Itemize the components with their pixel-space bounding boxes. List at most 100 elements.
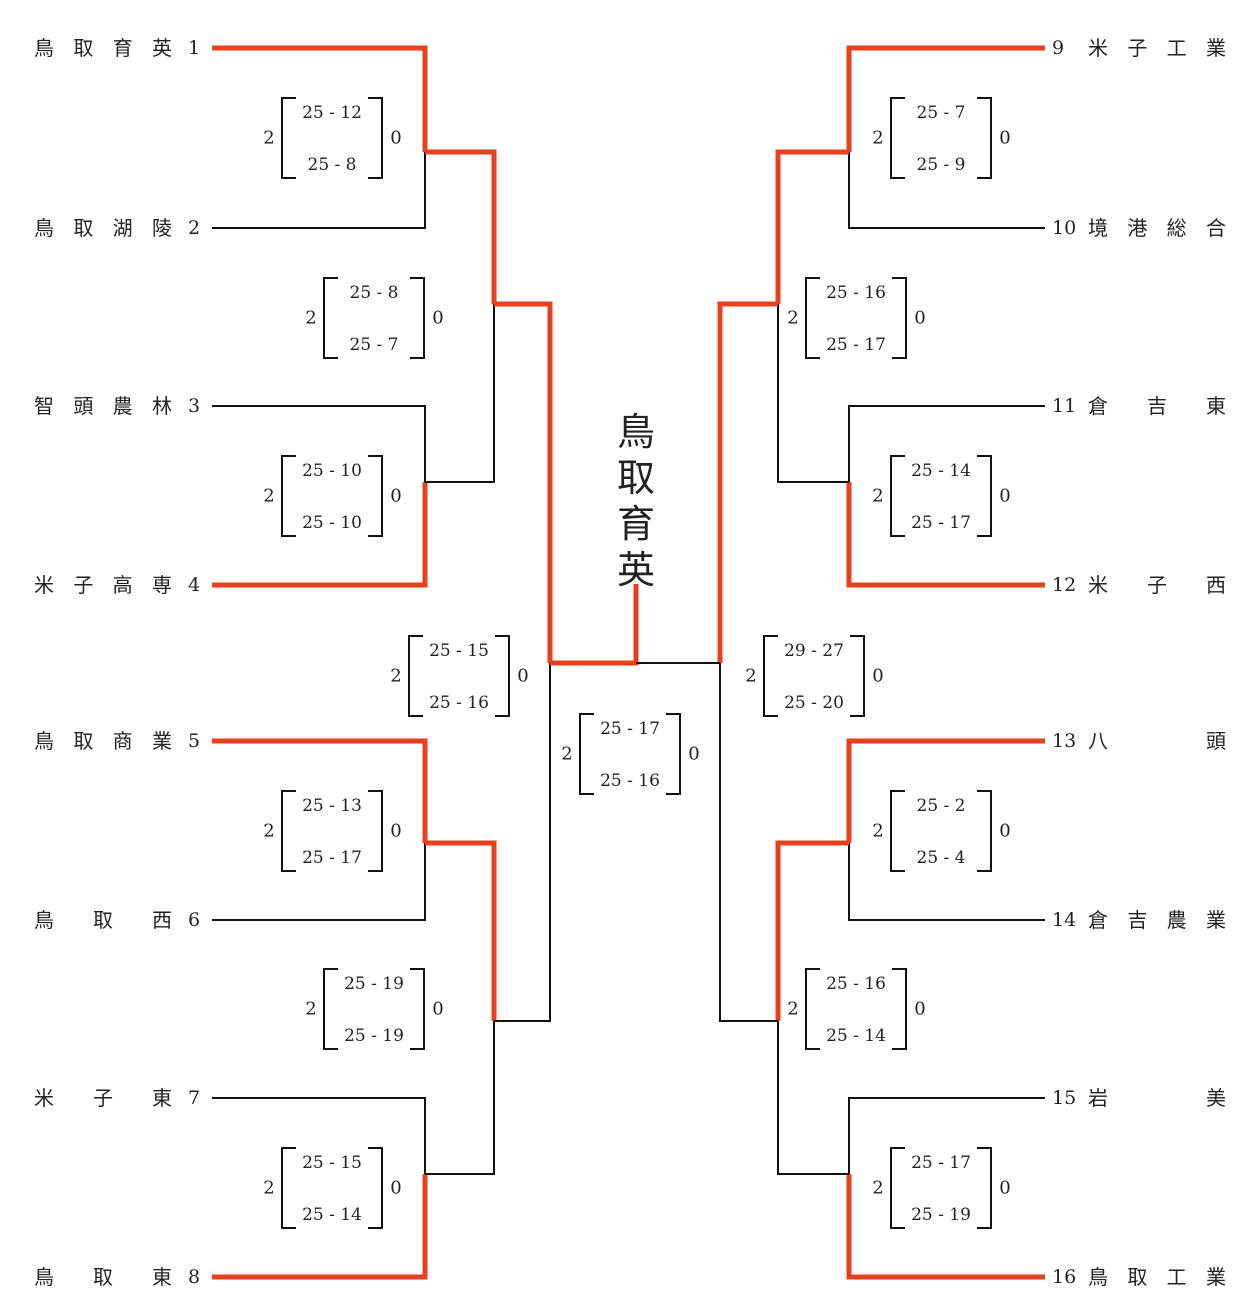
set-score: 25 - 17 (600, 719, 660, 739)
bracket-line (848, 843, 1045, 921)
set-score: 25 - 15 (429, 641, 489, 661)
team-name-char: 八 (1088, 729, 1108, 753)
team-name-char: 業 (1206, 908, 1226, 932)
set-score: 25 - 17 (826, 335, 886, 355)
team-name-char: 港 (1127, 216, 1147, 240)
score-bracket-right (368, 790, 383, 872)
team-name-char: 林 (152, 394, 172, 418)
sets-won: 2 (787, 308, 798, 329)
score-bracket-right (495, 635, 510, 717)
team-seed: 9 (1052, 37, 1064, 59)
bracket-line (848, 152, 1045, 229)
team-name-char: 米 (34, 1086, 54, 1110)
bracket-line (425, 1021, 495, 1175)
set-score: 25 - 4 (917, 848, 966, 868)
team-name-char: 取 (73, 729, 93, 753)
winner-line (212, 1174, 428, 1280)
team-name-char: 倉 (1088, 394, 1108, 418)
sets-lost: 0 (390, 1178, 401, 1199)
winner-line (775, 149, 849, 304)
team-name-char: 鳥 (34, 729, 54, 753)
team-name-char: 取 (93, 1265, 113, 1289)
sets-lost: 0 (517, 666, 528, 687)
bracket-line (212, 405, 426, 482)
set-score: 25 - 9 (917, 155, 966, 175)
team-name-char: 頭 (1206, 729, 1226, 753)
team-name-char: 境 (1088, 216, 1108, 240)
team-name-char: 工 (1167, 1265, 1187, 1289)
team-name-char: 育 (113, 36, 133, 60)
winner-line (425, 840, 497, 1021)
team-name-char: 英 (152, 36, 172, 60)
bracket-line (212, 1097, 426, 1174)
score-bracket-left (323, 277, 338, 359)
team-seed: 14 (1052, 909, 1076, 931)
sets-lost: 0 (390, 486, 401, 507)
bracket-line (848, 1097, 1045, 1174)
team-name-char: 西 (1206, 573, 1226, 597)
team-name-char: 陵 (152, 216, 172, 240)
team-seed: 8 (188, 1266, 200, 1288)
bracket-line (212, 152, 426, 229)
team-seed: 13 (1052, 730, 1076, 752)
sets-won: 2 (263, 486, 274, 507)
team-seed: 7 (188, 1087, 200, 1109)
team-name-char: 東 (152, 1086, 172, 1110)
set-score: 25 - 12 (302, 103, 362, 123)
set-score: 25 - 2 (917, 796, 966, 816)
score-bracket-right (977, 455, 992, 537)
sets-won: 2 (561, 744, 572, 765)
winner-line (846, 738, 1045, 843)
team-name-char: 鳥 (1088, 1265, 1108, 1289)
team-name-char: 子 (93, 1086, 113, 1110)
team-name-char: 鳥 (34, 36, 54, 60)
score-bracket-right (977, 790, 992, 872)
score-bracket-left (281, 1147, 296, 1229)
team-name-char: 吉 (1147, 394, 1167, 418)
winner-line (550, 584, 639, 666)
set-score: 25 - 10 (302, 513, 362, 533)
team-name-char: 商 (113, 729, 133, 753)
winner-line (846, 45, 1045, 152)
set-score: 25 - 17 (302, 848, 362, 868)
set-score: 25 - 14 (826, 1026, 886, 1046)
set-score: 25 - 14 (302, 1205, 362, 1225)
team-seed: 1 (188, 37, 200, 59)
team-seed: 10 (1052, 217, 1076, 239)
score-bracket-left (281, 455, 296, 537)
set-score: 25 - 19 (344, 974, 404, 994)
sets-lost: 0 (688, 744, 699, 765)
team-name-char: 取 (73, 36, 93, 60)
score-bracket-right (666, 713, 681, 795)
set-score: 25 - 10 (302, 461, 362, 481)
score-bracket-right (977, 1147, 992, 1229)
set-score: 25 - 16 (600, 771, 660, 791)
team-seed: 3 (188, 395, 200, 417)
set-score: 25 - 16 (826, 974, 886, 994)
team-name-char: 東 (152, 1265, 172, 1289)
sets-won: 2 (872, 821, 883, 842)
team-name-char: 子 (1147, 573, 1167, 597)
sets-lost: 0 (999, 1178, 1010, 1199)
set-score: 25 - 17 (911, 1153, 971, 1173)
team-name-char: 取 (1127, 1265, 1147, 1289)
score-bracket-right (410, 968, 425, 1050)
sets-won: 2 (263, 128, 274, 149)
set-score: 29 - 27 (784, 641, 844, 661)
team-seed: 11 (1052, 395, 1076, 417)
team-seed: 12 (1052, 574, 1076, 596)
sets-won: 2 (305, 999, 316, 1020)
sets-won: 2 (390, 666, 401, 687)
winner-line (212, 45, 428, 152)
score-bracket-right (850, 635, 865, 717)
